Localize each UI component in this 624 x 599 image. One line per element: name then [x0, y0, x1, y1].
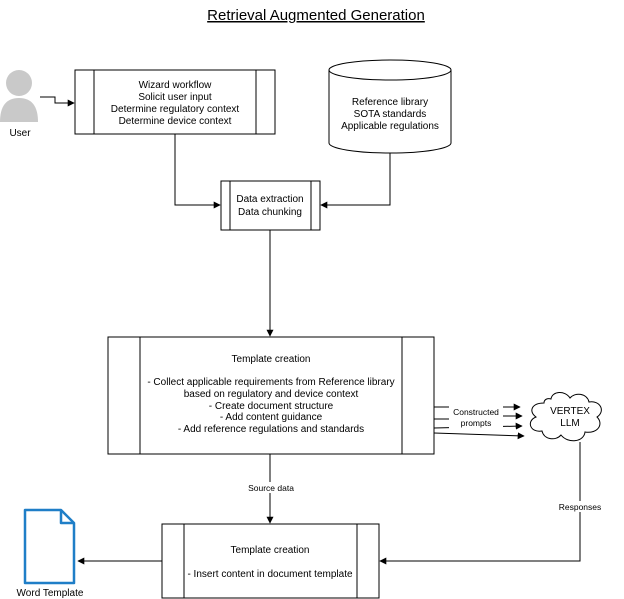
- llm-line-1: VERTEX: [550, 406, 590, 417]
- responses-label: Responses: [559, 502, 602, 512]
- reference-line-2: SOTA standards: [354, 109, 427, 120]
- template-creation-box: Template creation - Collect applicable r…: [107, 336, 435, 455]
- reference-to-extraction-arrow: [320, 153, 391, 209]
- source-data-label: Source data: [248, 483, 294, 493]
- reference-library-database: Reference library SOTA standards Applica…: [328, 59, 452, 154]
- constructed-prompts-label-2: prompts: [461, 418, 492, 428]
- user-icon: [0, 70, 38, 122]
- wizard-line-2: Solicit user input: [138, 92, 212, 103]
- vertex-llm-cloud: VERTEX LLM: [529, 392, 602, 442]
- llm-line-2: LLM: [560, 418, 579, 429]
- reference-line-1: Reference library: [352, 97, 428, 108]
- word-template-icon: [23, 508, 76, 585]
- llm-to-insert-arrow: [379, 442, 581, 565]
- template-heading: Template creation: [232, 354, 311, 365]
- template-line-3: - Create document structure: [209, 401, 334, 412]
- constructed-prompts-label-1: Constructed: [453, 407, 499, 417]
- wizard-line-1: Wizard workflow: [139, 80, 213, 91]
- prompt-arrow-4: [433, 432, 525, 440]
- insert-heading: Template creation: [231, 545, 310, 556]
- insert-template-box: Template creation - Insert content in do…: [161, 523, 380, 599]
- user-label: User: [9, 128, 31, 139]
- reference-line-3: Applicable regulations: [341, 121, 439, 132]
- wizard-line-3: Determine regulatory context: [111, 104, 240, 115]
- word-template-label: Word Template: [17, 588, 84, 599]
- wizard-line-4: Determine device context: [119, 116, 232, 127]
- template-line-5: - Add reference regulations and standard…: [178, 424, 364, 435]
- template-line-4: - Add content guidance: [220, 412, 323, 423]
- template-line-2: based on regulatory and device context: [184, 389, 359, 400]
- wizard-workflow-box: Wizard workflow Solicit user input Deter…: [74, 69, 276, 135]
- wizard-to-extraction-arrow: [174, 134, 221, 209]
- template-line-1: - Collect applicable requirements from R…: [147, 377, 394, 388]
- diagram-title: Retrieval Augmented Generation: [207, 7, 425, 24]
- extraction-line-1: Data extraction: [236, 194, 303, 205]
- insert-line: - Insert content in document template: [187, 569, 353, 580]
- user-to-wizard-arrow: [40, 96, 75, 107]
- data-extraction-box: Data extraction Data chunking: [220, 180, 321, 231]
- extraction-line-2: Data chunking: [238, 207, 302, 218]
